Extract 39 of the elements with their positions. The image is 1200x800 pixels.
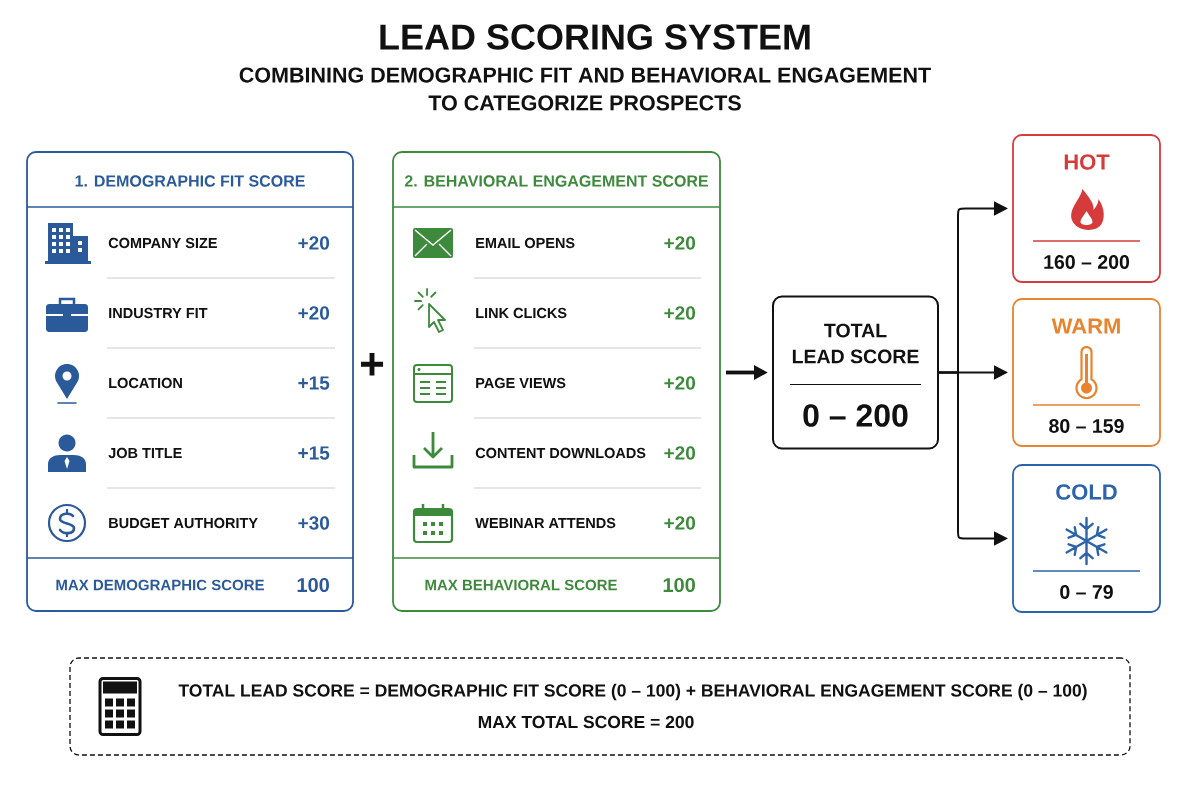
title: LEAD SCORING SYSTEM [380,24,810,50]
points-value: +20 [664,376,695,390]
max-score-value: 100 [663,577,695,593]
criterion-label: BUDGET AUTHORITY [109,517,258,529]
points-value: +20 [298,236,329,250]
category-name: WARM [1051,318,1120,334]
criterion-label: CONTENT DOWNLOADS [475,447,646,459]
max-score-label: MAX BEHAVIORAL SCORE [425,579,617,591]
points-value: +20 [664,446,695,460]
criterion-label: COMPANY SIZE [108,237,217,249]
panel-heading: 2. BEHAVIORAL ENGAGEMENT SCORE [404,175,708,187]
criterion-label: WEBINAR ATTENDS [475,517,616,529]
points-value: +20 [664,306,695,320]
panel-heading: 1. DEMOGRAPHIC FIT SCORE [75,175,305,187]
score-range: 0 – 79 [1060,585,1113,599]
category-name: HOT [1064,154,1110,170]
score-range: 0 – 200 [803,404,908,427]
criterion-label: INDUSTRY FIT [109,307,208,319]
plus-sign: + [361,353,384,376]
points-value: +15 [298,446,330,460]
category-name: COLD [1056,484,1117,500]
points-value: +20 [298,306,329,320]
score-range: 160 – 200 [1044,255,1130,269]
points-value: +15 [298,376,330,390]
max-score-value: 100 [297,577,329,593]
points-value: +20 [664,516,695,530]
criterion-label: PAGE VIEWS [476,377,566,389]
points-value: +30 [298,516,329,530]
total-score-label: TOTAL LEAD SCORE [792,323,919,364]
subtitle: COMBINING DEMOGRAPHIC FIT AND BEHAVIORAL ENGAGEMENT TO CATEGORIZE PROSPECTS [239,67,931,111]
formula-text: TOTAL LEAD SCORE = DEMOGRAPHIC FIT SCORE (0 – 100) + BEHAVIORAL ENGAGEMENT SCORE (0 – 100) [178,683,1087,701]
points-value: +20 [664,236,695,250]
criterion-label: EMAIL OPENS [476,237,575,249]
criterion-label: LOCATION [109,377,182,389]
criterion-label: JOB TITLE [108,447,182,459]
score-range: 80 – 159 [1049,419,1124,433]
criterion-label: LINK CLICKS [476,307,567,319]
max-score-label: MAX DEMOGRAPHIC SCORE [56,579,264,591]
formula-text: MAX TOTAL SCORE = 200 [478,715,694,729]
